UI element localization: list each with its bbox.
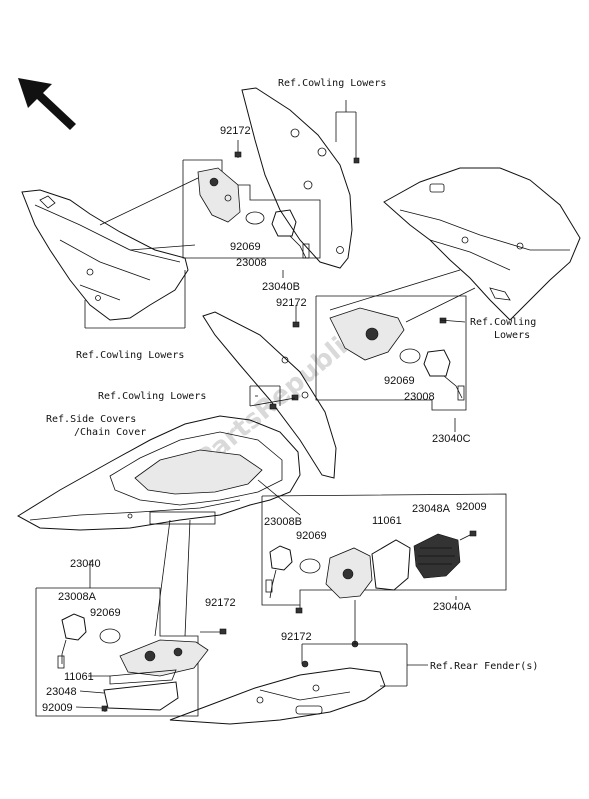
label-ref-cowling-right-1: Ref.Cowling (470, 317, 536, 328)
label-92172-c: 92172 (205, 597, 236, 609)
label-92069-top: 92069 (230, 241, 261, 253)
front-left-cowling-part (21, 189, 189, 321)
label-23040B: 23040B (262, 281, 300, 293)
label-ref-rear-fender: Ref.Rear Fender(s) (430, 661, 538, 672)
label-23008A: 23008A (58, 591, 97, 603)
label-92069-d: 92069 (90, 607, 121, 619)
rear-seat-cowl (17, 415, 301, 531)
label-23008-top: 23008 (236, 257, 267, 269)
label-ref-cowling-lowers-left: Ref.Cowling Lowers (76, 350, 184, 361)
rear-fender-part (169, 640, 386, 725)
label-92069-b: 92069 (384, 375, 415, 387)
label-23048A: 23048A (412, 503, 451, 515)
label-23008B: 23008B (264, 516, 302, 528)
label-92172-top: 92172 (220, 125, 251, 137)
turn-signal-23040A (265, 530, 477, 599)
label-92172-b: 92172 (276, 297, 307, 309)
turn-signal-23040B (197, 167, 310, 259)
label-92009-b: 92009 (42, 702, 73, 714)
label-92172-d: 92172 (281, 631, 312, 643)
group-frame-23040A (261, 493, 507, 606)
label-92009-a: 92009 (456, 501, 487, 513)
label-ref-cowling-lowers-mid: Ref.Cowling Lowers (98, 391, 206, 402)
group-frame-23040B (182, 159, 321, 259)
center-strip-panel (202, 311, 337, 479)
label-23040C: 23040C (432, 433, 471, 445)
upper-center-panel (241, 87, 360, 269)
label-ref-side-covers-1: Ref.Side Covers (46, 414, 136, 425)
screw-92172-top (234, 140, 242, 158)
label-23040: 23040 (70, 558, 101, 570)
label-ref-side-covers-2: /Chain Cover (74, 427, 146, 438)
front-direction-arrow-icon (18, 78, 76, 130)
label-92069-c: 92069 (296, 530, 327, 542)
label-23040A: 23040A (433, 601, 472, 613)
right-cowling-part (383, 167, 581, 321)
label-11061-b: 11061 (64, 671, 94, 683)
label-23048: 23048 (46, 686, 77, 698)
turn-signal-23040C (329, 307, 465, 401)
label-ref-cowling-right-2: Lowers (494, 330, 530, 341)
label-11061-a: 11061 (372, 515, 402, 527)
group-frame-23040C (315, 295, 467, 411)
label-ref-cowling-lowers-top: Ref.Cowling Lowers (278, 78, 386, 89)
label-23008-b: 23008 (404, 391, 435, 403)
group-frame-23040 (35, 587, 199, 717)
turn-signal-23040 (57, 613, 209, 712)
